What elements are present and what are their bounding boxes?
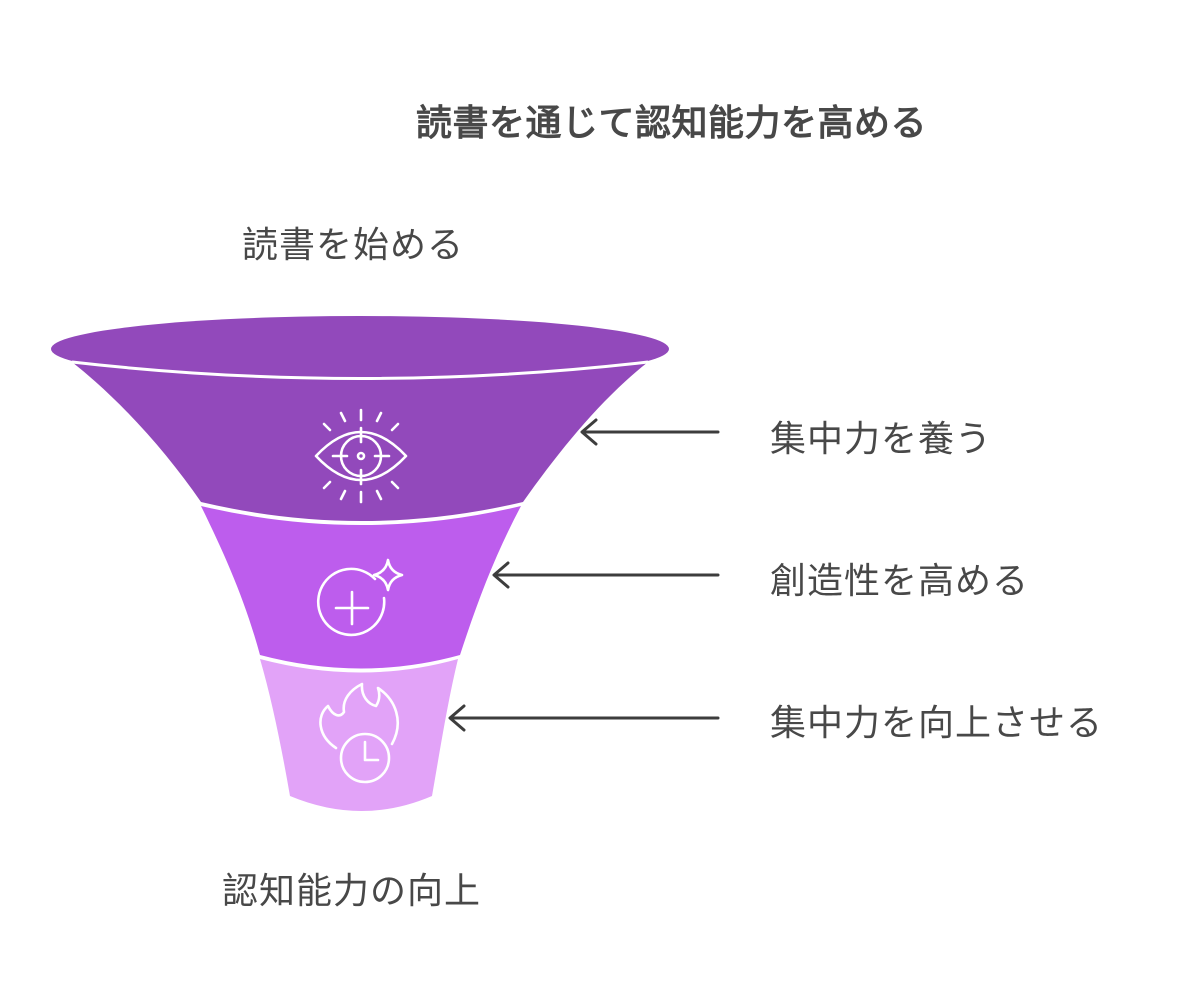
- arrow-stage-2: [492, 561, 720, 589]
- diagram-title: 読書を通じて認知能力を高める: [416, 103, 928, 144]
- arrow-stage-3: [448, 704, 720, 732]
- stage-3-label: 集中力を向上させる: [770, 703, 1104, 744]
- funnel-stage-2: [201, 506, 521, 669]
- funnel-rim-highlight: [71, 360, 649, 380]
- flame-clock-icon: [319, 682, 399, 784]
- funnel-top-label: 読書を始める: [242, 225, 465, 266]
- plus-sparkle-icon: [316, 558, 404, 637]
- funnel-rim: [51, 316, 669, 382]
- eye-target-icon: [314, 408, 408, 504]
- stage-1-label: 集中力を養う: [770, 419, 993, 460]
- arrow-stage-1: [580, 418, 720, 446]
- stage-2-label: 創造性を高める: [770, 561, 1030, 602]
- funnel-bottom-label: 認知能力の向上: [222, 871, 482, 912]
